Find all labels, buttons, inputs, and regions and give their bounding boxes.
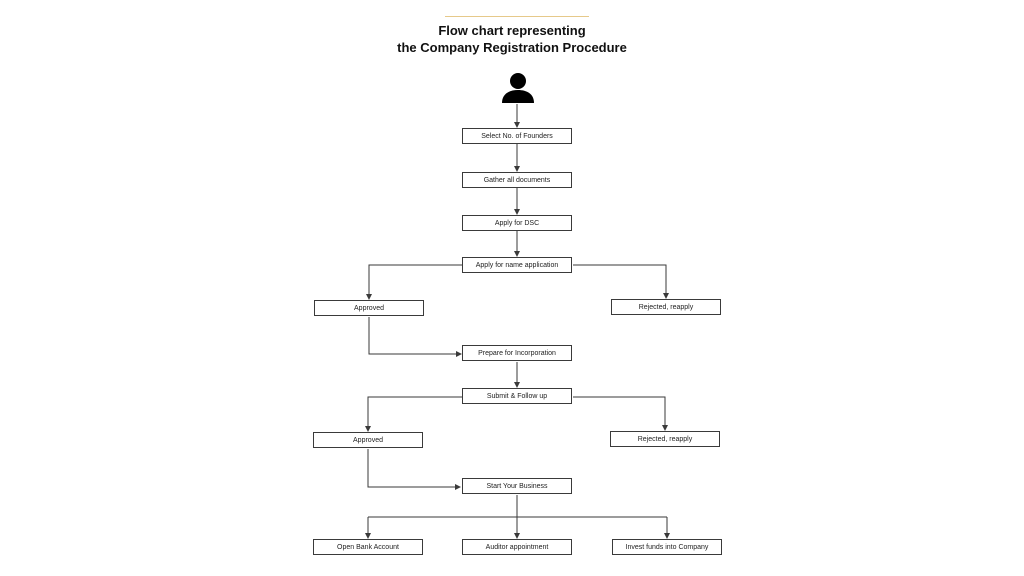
diagram-title-line-2: the Company Registration Procedure: [397, 40, 627, 55]
step-rejected-1: Rejected, reapply: [611, 299, 721, 315]
title-rule: [445, 16, 589, 17]
user-icon: [502, 73, 534, 103]
step-invest-funds: Invest funds into Company: [612, 539, 722, 555]
step-open-bank-account: Open Bank Account: [313, 539, 423, 555]
step-rejected-2: Rejected, reapply: [610, 431, 720, 447]
step-prepare-incorporation: Prepare for Incorporation: [462, 345, 572, 361]
step-approved-1: Approved: [314, 300, 424, 316]
step-apply-dsc: Apply for DSC: [462, 215, 572, 231]
step-approved-2: Approved: [313, 432, 423, 448]
step-gather-documents: Gather all documents: [462, 172, 572, 188]
diagram-title-line-1: Flow chart representing: [438, 23, 586, 38]
step-auditor-appointment: Auditor appointment: [462, 539, 572, 555]
step-submit-follow-up: Submit & Follow up: [462, 388, 572, 404]
step-select-founders: Select No. of Founders: [462, 128, 572, 144]
step-start-business: Start Your Business: [462, 478, 572, 494]
step-apply-name-application: Apply for name application: [462, 257, 572, 273]
